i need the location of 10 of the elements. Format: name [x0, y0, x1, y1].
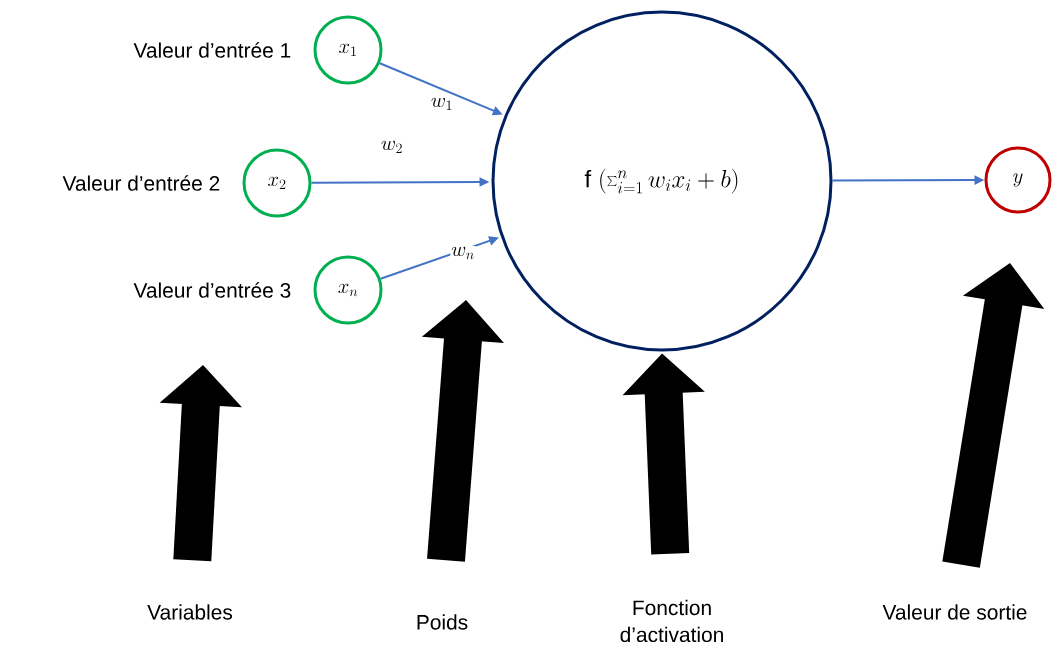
- input-label: Valeur d’entrée 2: [62, 175, 220, 191]
- edge-label: $w_{2}$: [381, 140, 402, 153]
- edge-label: $w_{n}$: [451, 246, 474, 260]
- caption-label: Poids: [417, 614, 468, 630]
- caption-label: Valeur de sortie: [882, 604, 1027, 620]
- input-label: Valeur d’entrée 3: [133, 282, 291, 298]
- caption-label: Variables: [147, 604, 233, 620]
- edge-label: $w_{1}$: [431, 97, 452, 110]
- input-label: Valeur d’entrée 1: [133, 42, 291, 58]
- caption-label: Fonction d’activation: [620, 599, 723, 643]
